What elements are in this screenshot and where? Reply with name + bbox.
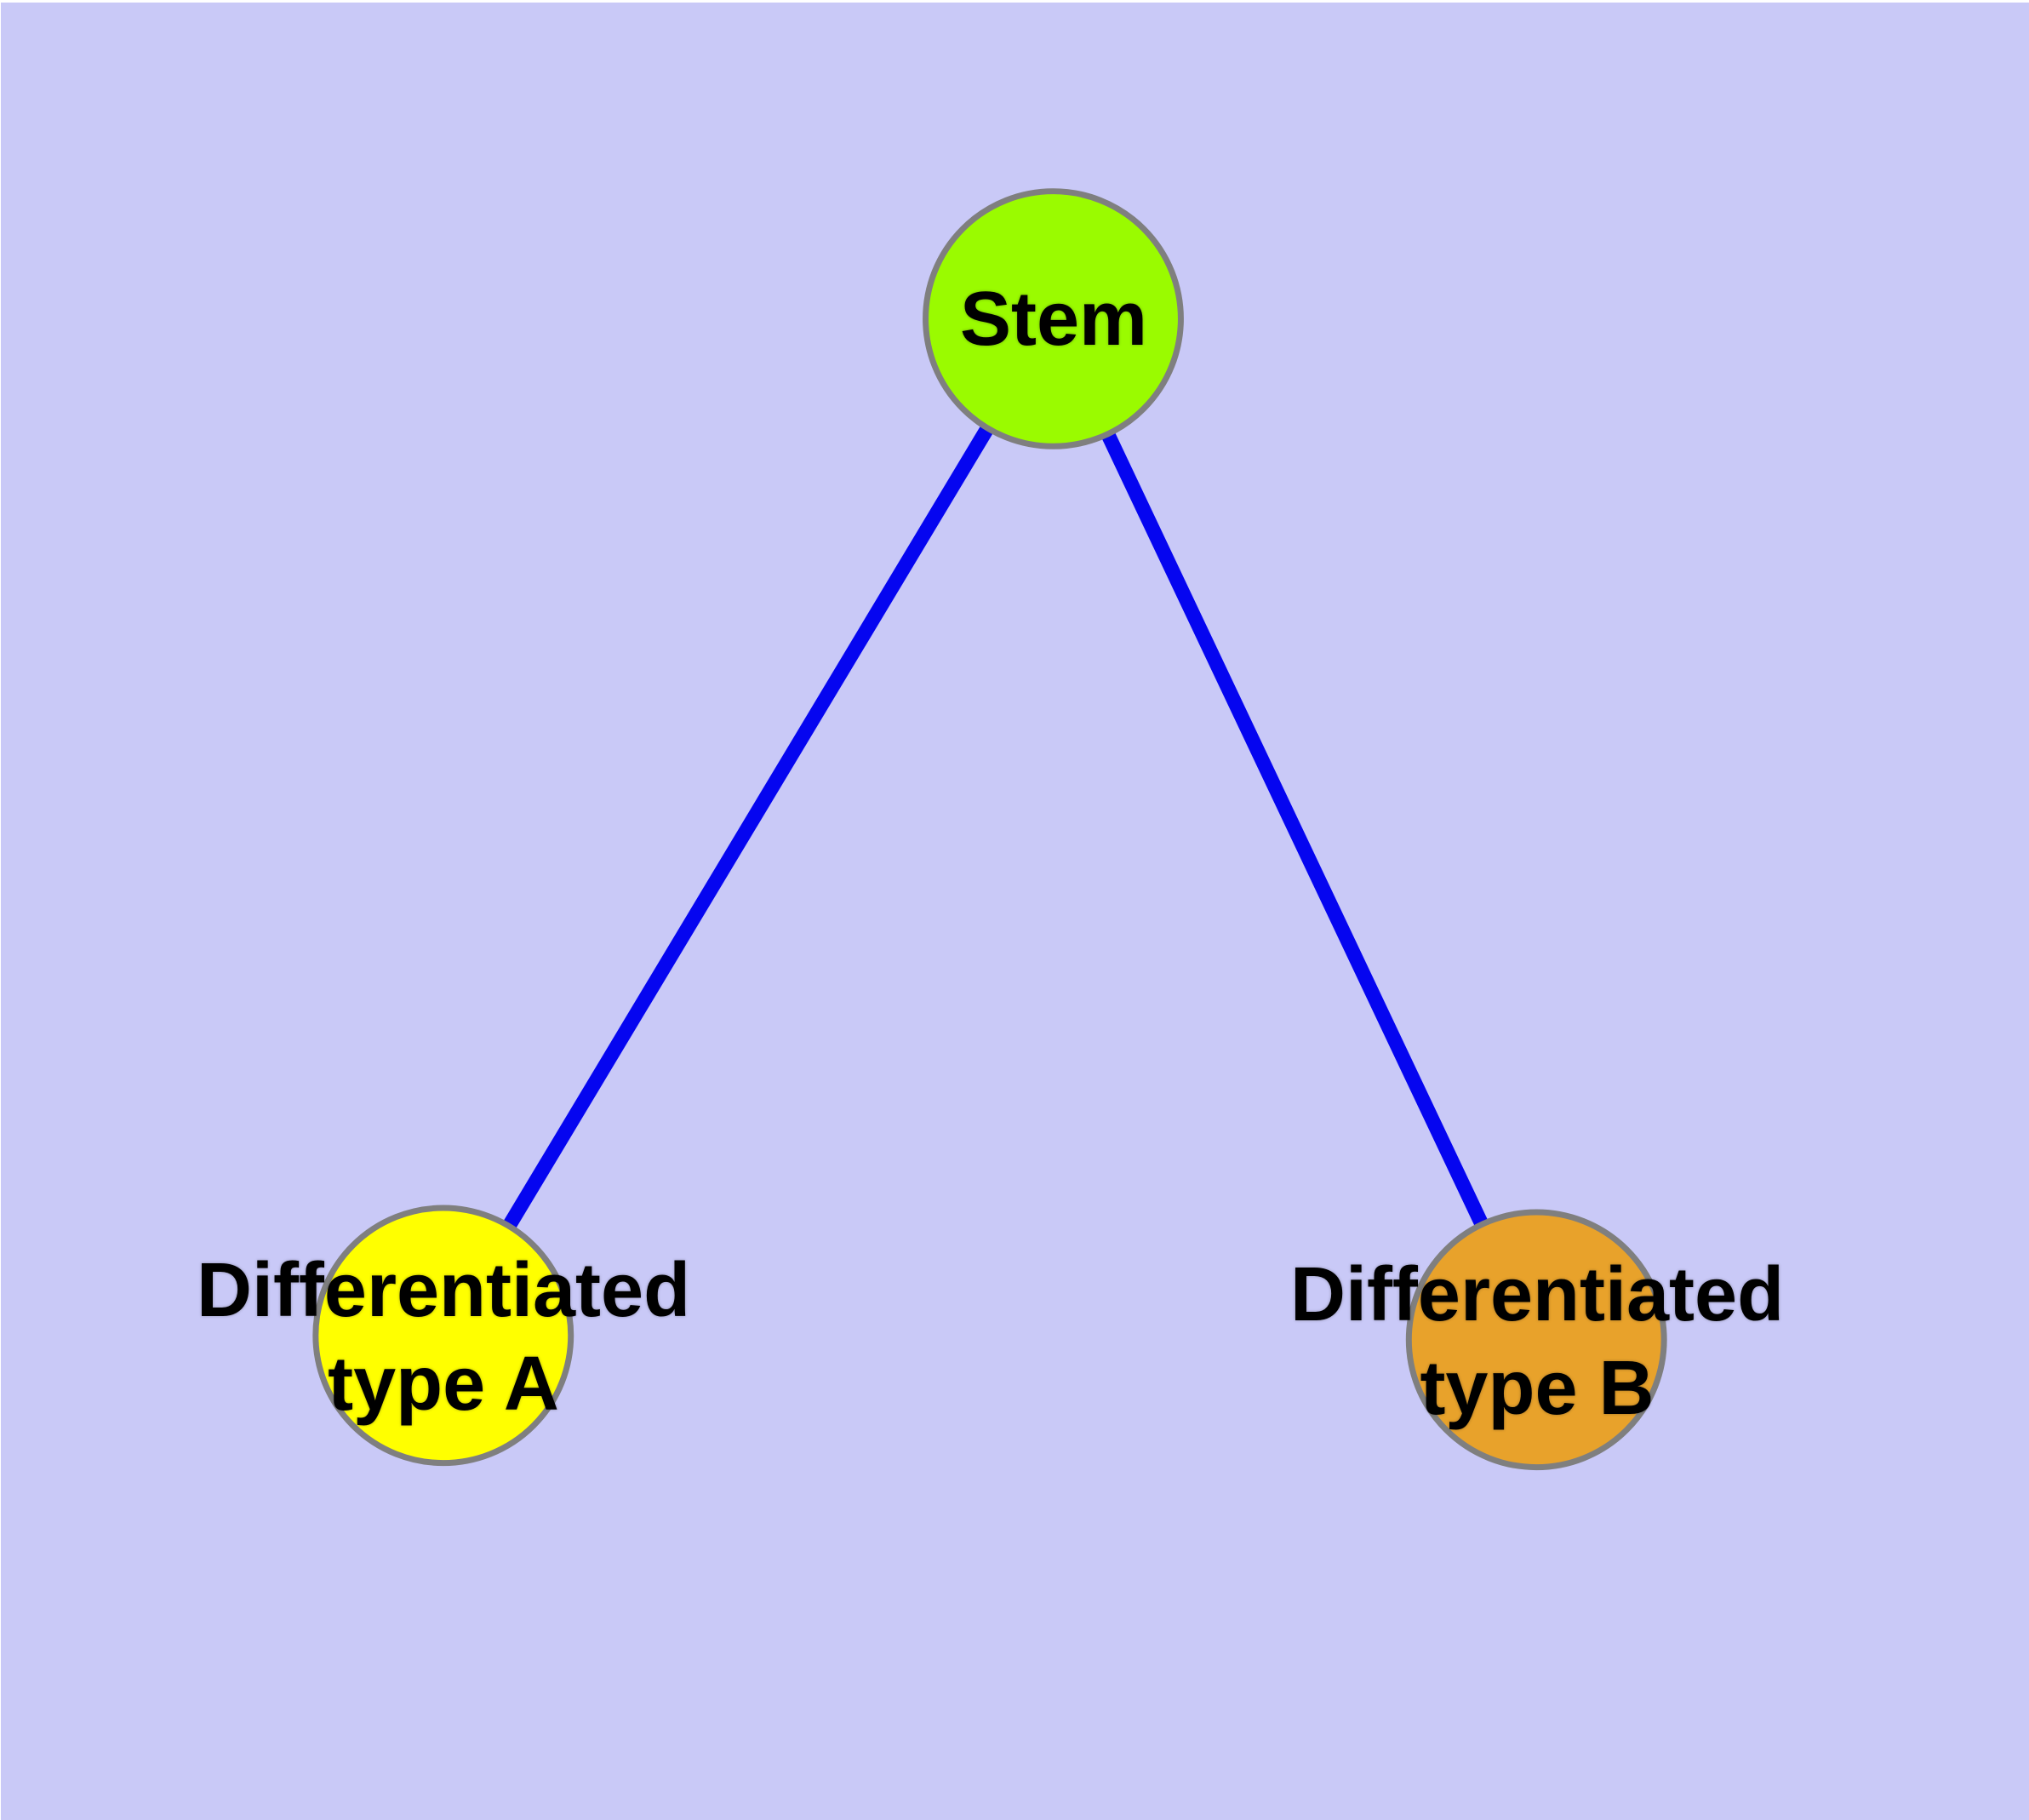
- graph-canvas: [312, 188, 1667, 1471]
- node-circle-diff-type-b: [1405, 1209, 1667, 1471]
- nodes-layer: [312, 188, 1667, 1471]
- node-circle-stem: [923, 188, 1184, 449]
- edges-layer: [437, 315, 1543, 1343]
- node-circle-diff-type-a: [312, 1205, 574, 1467]
- edge-stem-to-diff-type-b: [1046, 315, 1543, 1343]
- edge-stem-to-diff-type-a: [437, 315, 1060, 1340]
